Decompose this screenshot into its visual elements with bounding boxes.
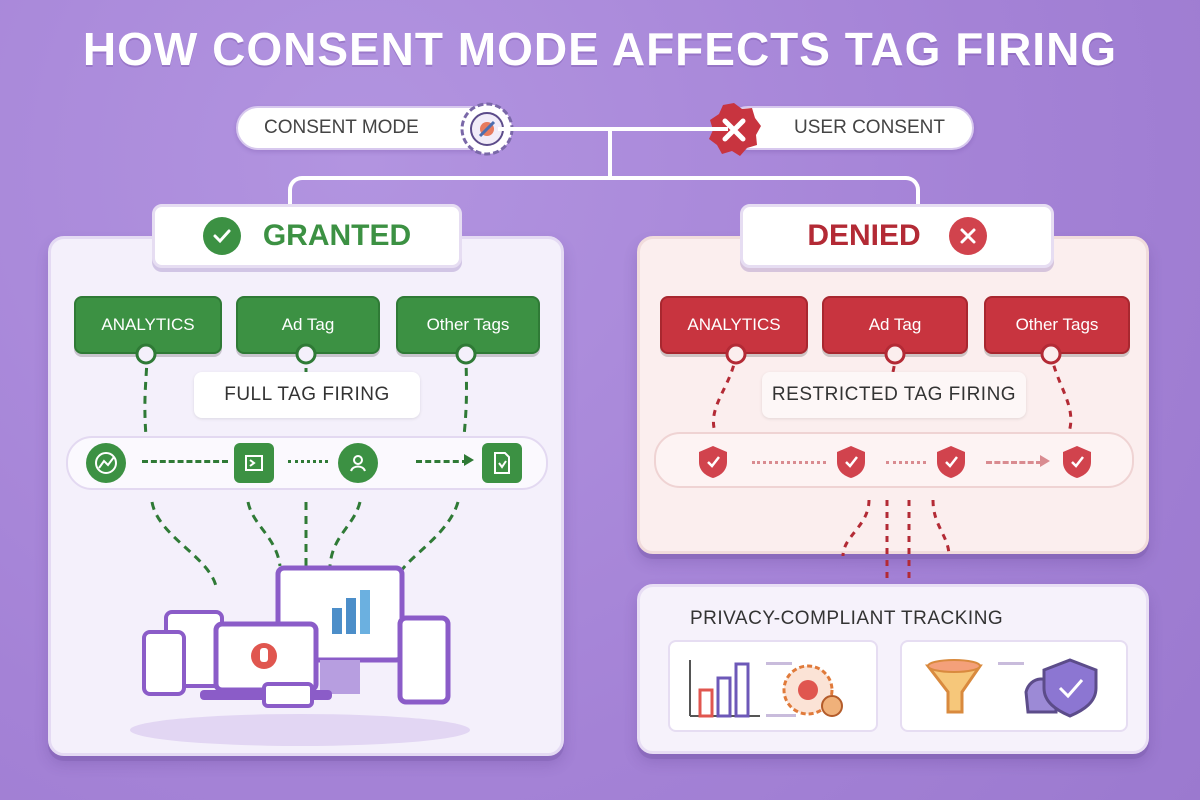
denied-flow-row (654, 432, 1134, 488)
denied-dash-line-4 (841, 499, 871, 557)
denied-status-text: RESTRICTED TAG FIRING (771, 384, 1017, 405)
granted-dash-line-7 (328, 501, 362, 567)
ad-tag-icon (234, 443, 274, 483)
granted-tag-analytics-label: ANALYTICS (101, 315, 195, 334)
granted-status-label: FULL TAG FIRING (194, 372, 420, 418)
tablet-right-icon (397, 615, 451, 705)
analytics-chart-icon (86, 443, 126, 483)
granted-connector-ring-3 (455, 343, 477, 365)
denied-connector-ring-1 (725, 343, 747, 365)
granted-dash-line-3 (462, 353, 468, 437)
flow-dots (288, 460, 328, 463)
x-circle-icon (948, 217, 987, 255)
granted-status-text: FULL TAG FIRING (224, 384, 390, 405)
check-circle-icon (202, 217, 241, 255)
center-stem (608, 127, 612, 179)
denied-tag-other: Other Tags (984, 296, 1130, 354)
document-icon (482, 443, 522, 483)
privacy-funnel-shield-icon (924, 658, 1098, 718)
devices-illustration (130, 565, 470, 746)
denied-tag-ad-label: Ad Tag (868, 315, 922, 334)
user-consent-pill: USER CONSENT (726, 106, 974, 150)
denied-flow-dots-1 (752, 461, 826, 464)
phone-flat-icon (262, 682, 314, 708)
granted-flow-row (66, 436, 548, 490)
user-consent-label: USER CONSENT (794, 117, 945, 138)
granted-heading: GRANTED (262, 219, 412, 252)
granted-connector-ring-1 (135, 343, 157, 365)
denied-dash-line-1 (712, 353, 738, 433)
denied-flow-dots-2 (886, 461, 926, 464)
granted-tag-ad-label: Ad Tag (281, 315, 335, 334)
denied-dash-line-3 (1049, 353, 1073, 433)
privacy-bar-chart-icon (689, 660, 843, 718)
granted-dash-line-1 (143, 353, 149, 437)
branch-connector (288, 176, 920, 210)
denied-heading: DENIED (807, 219, 921, 252)
monitor-stand (320, 660, 360, 694)
granted-tag-other-label: Other Tags (426, 315, 510, 334)
arrow-head-icon (464, 454, 474, 466)
gear-settings-icon (458, 100, 516, 158)
consent-mode-label: CONSENT MODE (264, 117, 419, 138)
denied-arrow-head-icon (1040, 455, 1050, 467)
page-title: HOW CONSENT MODE AFFECTS TAG FIRING (82, 23, 1118, 75)
consent-mode-pill: CONSENT MODE (236, 106, 500, 150)
granted-dash-line-5 (246, 501, 282, 567)
denied-tag-analytics-label: ANALYTICS (687, 315, 781, 334)
granted-connector-ring-2 (295, 343, 317, 365)
denied-connector-ring-2 (884, 343, 906, 365)
flow-arrow-left (142, 460, 228, 463)
denied-status-label: RESTRICTED TAG FIRING (762, 372, 1026, 418)
flow-arrow-right (416, 460, 468, 463)
denied-header: DENIED (740, 204, 1054, 268)
privacy-heading: PRIVACY-COMPLIANT TRACKING (690, 608, 1004, 629)
shield-lock-icon-1 (696, 444, 730, 480)
shield-lock-icon-3 (934, 444, 968, 480)
phone-left-icon (142, 630, 186, 696)
denied-connector-ring-3 (1040, 343, 1062, 365)
shield-lock-icon-4 (1060, 444, 1094, 480)
shield-lock-icon-2 (834, 444, 868, 480)
granted-tag-analytics: ANALYTICS (74, 296, 222, 354)
red-x-shield-icon (704, 100, 764, 160)
shield-check-icon (1042, 658, 1098, 718)
denied-flow-arrow (986, 461, 1042, 464)
privacy-analytics-card (668, 640, 878, 732)
user-location-icon (338, 443, 378, 483)
privacy-shield-card (900, 640, 1128, 732)
denied-dash-line-7 (931, 499, 951, 557)
denied-tag-other-label: Other Tags (1015, 315, 1099, 334)
devices-shadow (130, 714, 470, 746)
granted-header: GRANTED (152, 204, 462, 268)
pill-connector (498, 127, 728, 131)
